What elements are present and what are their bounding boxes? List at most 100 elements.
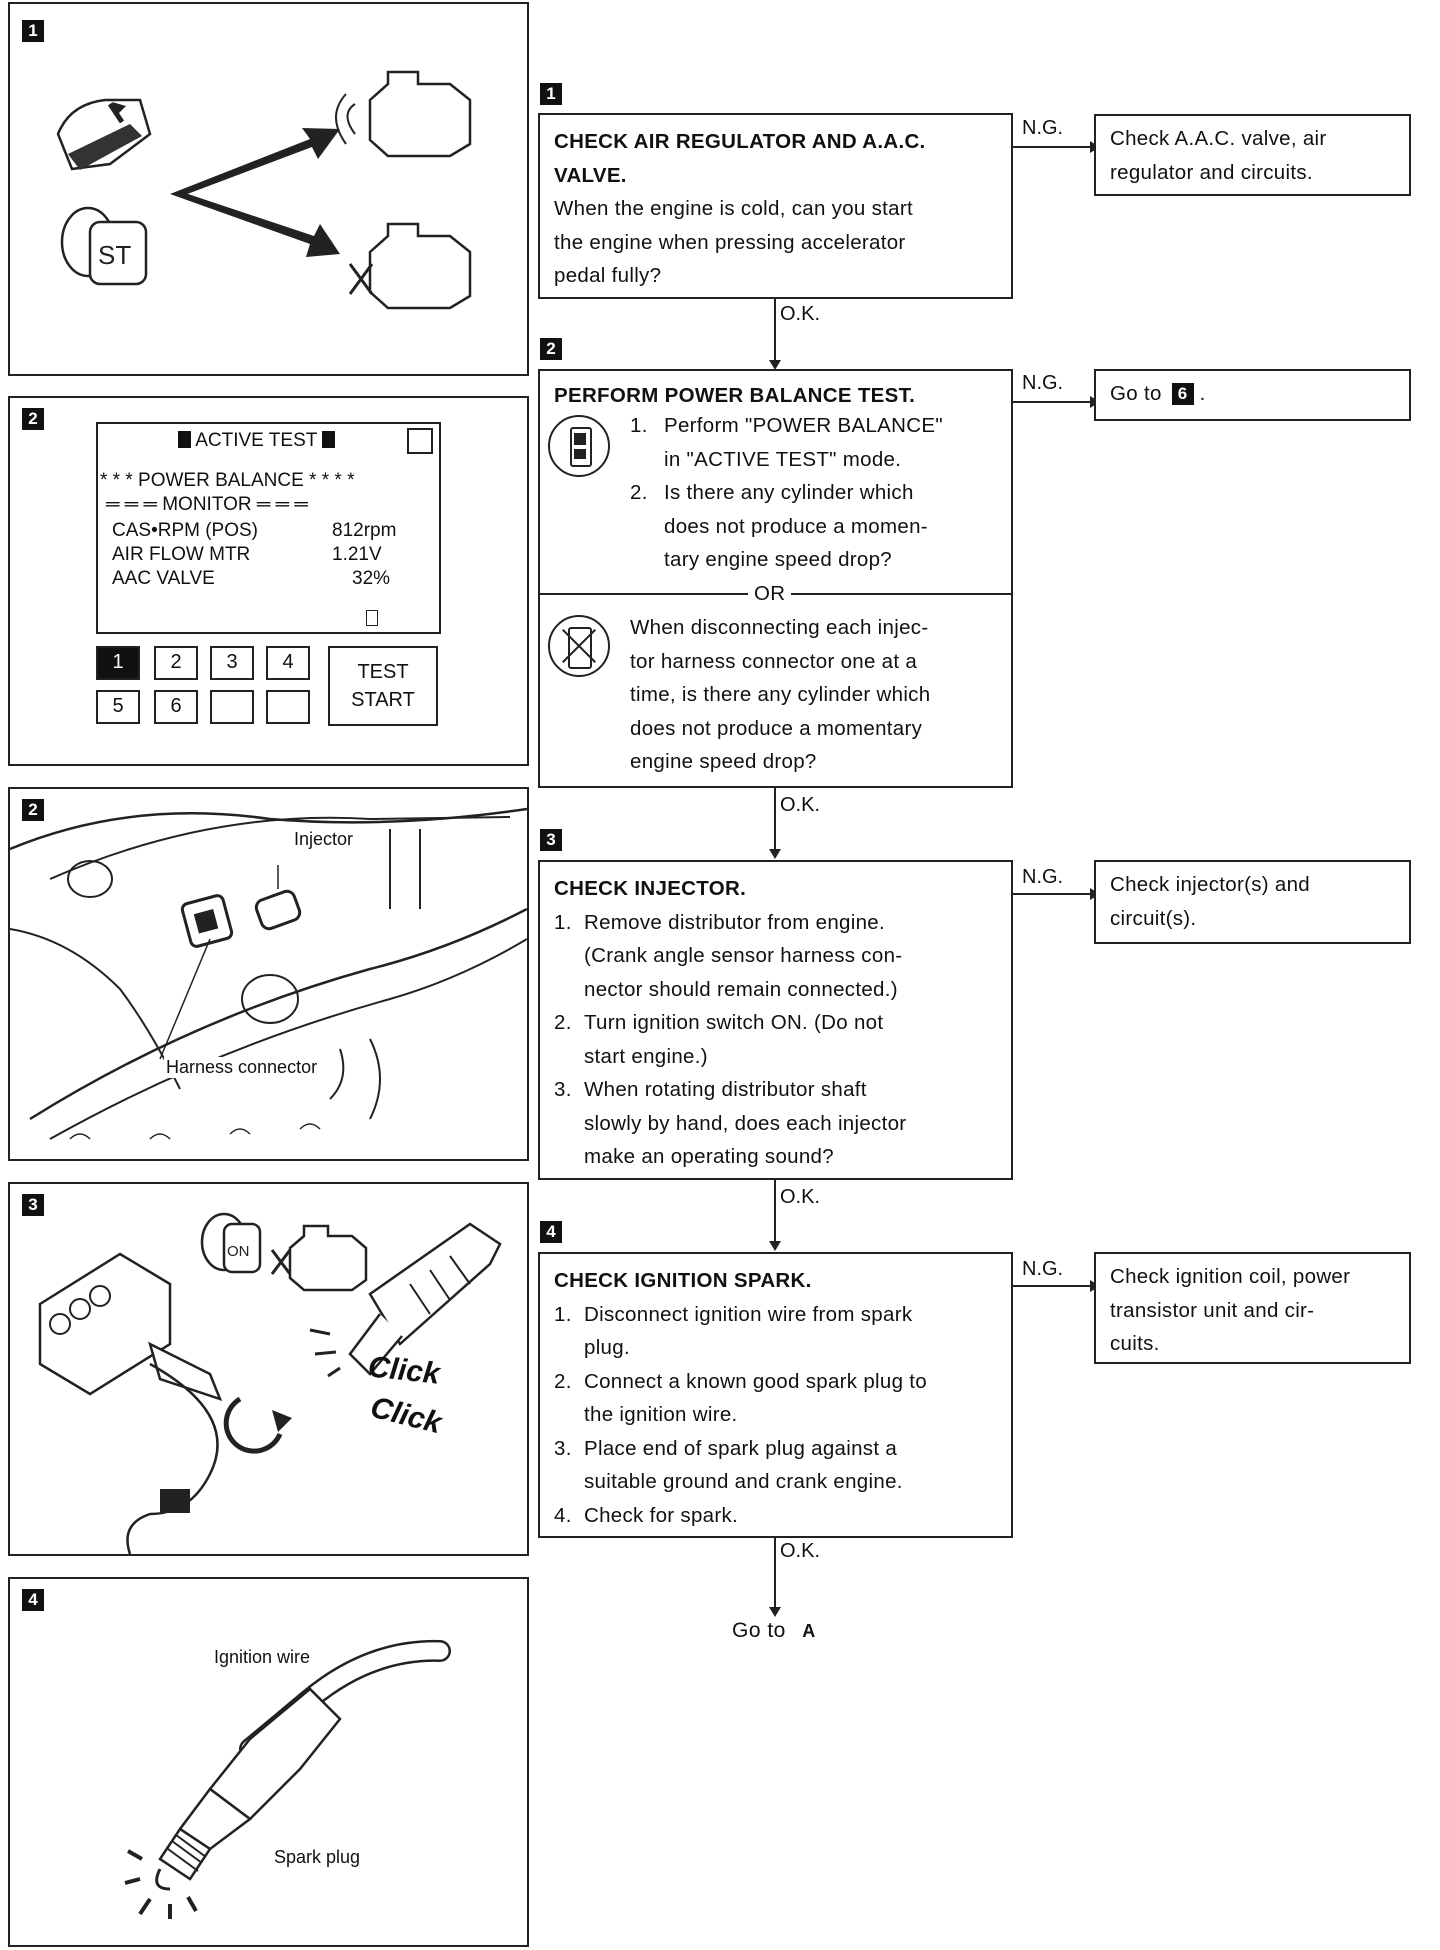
step4-item-1-line1: Disconnect ignition wire from spark bbox=[584, 1302, 913, 1326]
step2-alt-line1: When disconnecting each injec- bbox=[630, 616, 929, 639]
step4-ok-connector bbox=[774, 1538, 776, 1608]
svg-text:ON: ON bbox=[227, 1243, 250, 1260]
step3-ng-result-box: Check injector(s) and circuit(s). bbox=[1094, 860, 1411, 944]
step4-item-4-num: 4. bbox=[554, 1503, 572, 1527]
injector-label: Injector bbox=[292, 829, 356, 850]
step3-item-1-num: 1. bbox=[554, 910, 572, 934]
step2-alt-line5: engine speed drop? bbox=[630, 750, 817, 773]
step2-title: PERFORM POWER BALANCE TEST. bbox=[554, 384, 916, 407]
step2-alt-line4: does not produce a momentary bbox=[630, 716, 923, 740]
step3-item-3-line1: When rotating distributor shaft bbox=[584, 1078, 867, 1101]
screen-line-monitor: ═ ═ ═ MONITOR ═ ═ ═ bbox=[106, 494, 308, 515]
step1-ng-result-box: Check A.A.C. valve, air regulator and ci… bbox=[1094, 114, 1411, 196]
step2-ok-arrow bbox=[769, 849, 781, 859]
step1-ok-arrow bbox=[769, 360, 781, 370]
step3-item-2-line2: start engine.) bbox=[584, 1044, 708, 1068]
key-3[interactable]: 3 bbox=[210, 646, 254, 680]
figure-badge: 3 bbox=[22, 1194, 44, 1216]
step4-ok-arrow bbox=[769, 1607, 781, 1617]
step1-ng-connector bbox=[1013, 146, 1093, 148]
step4-item-2-line2: the ignition wire. bbox=[584, 1403, 738, 1426]
final-goto[interactable]: Go to A bbox=[732, 1619, 816, 1643]
monitor-value-aac: 32% bbox=[352, 568, 391, 589]
monitor-label-cas: CAS•RPM (POS) bbox=[112, 520, 258, 541]
step4-box: CHECK IGNITION SPARK. 1. Disconnect igni… bbox=[538, 1252, 1013, 1538]
distributor-injector-illustration: ON bbox=[38, 1212, 502, 1554]
step2-item-2-num: 2. bbox=[630, 481, 648, 504]
step4-item-2-num: 2. bbox=[554, 1369, 572, 1393]
step4-item-3: 3. Place end of spark plug against a sui… bbox=[554, 1432, 997, 1499]
key-2[interactable]: 2 bbox=[154, 646, 198, 680]
figure-panel-1: 1 ST bbox=[8, 2, 529, 376]
consult-tool-icon bbox=[548, 415, 610, 477]
monitor-label-afm: AIR FLOW MTR bbox=[112, 544, 251, 565]
step2-ng-connector bbox=[1013, 401, 1093, 403]
step2-ng-result-box: Go to 6 . bbox=[1094, 369, 1411, 421]
step3-item-2-num: 2. bbox=[554, 1011, 572, 1034]
step2-alt-line2: tor harness connector one at a bbox=[630, 649, 918, 673]
step4-item-1: 1. Disconnect ignition wire from spark p… bbox=[554, 1298, 997, 1365]
step2-item-1: 1. Perform "POWER BALANCE" in "ACTIVE TE… bbox=[630, 409, 943, 476]
spark-plug-label: Spark plug bbox=[272, 1847, 363, 1868]
step4-item-4: 4. Check for spark. bbox=[554, 1499, 997, 1533]
step1-body-line3: pedal fully? bbox=[554, 264, 662, 287]
step1-title-line1: CHECK AIR REGULATOR AND A.A.C. bbox=[554, 130, 926, 153]
step3-ok-arrow bbox=[769, 1241, 781, 1251]
ignition-wire-label: Ignition wire bbox=[212, 1647, 313, 1668]
step2-item-1-num: 1. bbox=[630, 414, 648, 437]
figure-panel-5: 4 Ignition wire Spark plug bbox=[8, 1577, 529, 1947]
figure-panel-3: 2 Injector Harness connector bbox=[8, 787, 529, 1161]
key-6[interactable]: 6 bbox=[154, 690, 198, 724]
figure-badge: 4 bbox=[22, 1589, 44, 1611]
step1-ok-label: O.K. bbox=[780, 303, 821, 325]
test-start-line2: START bbox=[351, 689, 415, 711]
step4-ng-label: N.G. bbox=[1022, 1258, 1064, 1280]
key-1[interactable]: 1 bbox=[96, 646, 140, 680]
final-goto-prefix: Go to bbox=[732, 1619, 786, 1642]
key-blank-8[interactable] bbox=[266, 690, 310, 724]
final-goto-target: A bbox=[802, 1621, 816, 1641]
key-5[interactable]: 5 bbox=[96, 690, 140, 724]
step3-item-1-line1: Remove distributor from engine. bbox=[584, 910, 885, 934]
step3-ng-label: N.G. bbox=[1022, 866, 1064, 888]
step3-ok-label: O.K. bbox=[780, 1186, 821, 1208]
step2-item-2: 2. Is there any cylinder which does not … bbox=[630, 476, 928, 577]
svg-text:ST: ST bbox=[98, 240, 131, 270]
test-start-line1: TEST bbox=[357, 661, 409, 683]
step4-ng-result-box: Check ignition coil, power transistor un… bbox=[1094, 1252, 1411, 1364]
step2-ng-result-badge[interactable]: 6 bbox=[1171, 383, 1194, 405]
step2-ng-result-suffix: . bbox=[1199, 382, 1206, 405]
step2-item-1-line2: in "ACTIVE TEST" mode. bbox=[664, 447, 902, 471]
monitor-label-aac: AAC VALVE bbox=[112, 568, 215, 589]
screen-corner-box bbox=[407, 428, 433, 454]
step3-item-3: 3. When rotating distributor shaft slowl… bbox=[554, 1073, 997, 1174]
accelerator-start-illustration: ST bbox=[56, 70, 472, 310]
step1-ng-result-line1: Check A.A.C. valve, air bbox=[1110, 127, 1327, 150]
step2-ok-connector bbox=[774, 788, 776, 850]
step2-item-1-line1: Perform "POWER BALANCE" bbox=[664, 414, 943, 437]
key-blank-7[interactable] bbox=[210, 690, 254, 724]
step3-item-1: 1. Remove distributor from engine. (Cran… bbox=[554, 906, 997, 1007]
screen-title: ACTIVE TEST bbox=[195, 430, 318, 451]
step3-box: CHECK INJECTOR. 1. Remove distributor fr… bbox=[538, 860, 1013, 1180]
key-4[interactable]: 4 bbox=[266, 646, 310, 680]
step3-item-2: 2. Turn ignition switch ON. (Do not star… bbox=[554, 1006, 997, 1073]
step3-ok-connector bbox=[774, 1180, 776, 1242]
step4-item-2: 2. Connect a known good spark plug to th… bbox=[554, 1365, 997, 1432]
step3-item-2-line1: Turn ignition switch ON. (Do not bbox=[584, 1011, 884, 1034]
step2-box: PERFORM POWER BALANCE TEST. 1. Perform "… bbox=[538, 369, 1013, 788]
step4-ok-label: O.K. bbox=[780, 1540, 821, 1562]
test-start-button[interactable]: TEST START bbox=[328, 646, 438, 726]
step3-item-3-num: 3. bbox=[554, 1078, 572, 1101]
step-badge-3: 3 bbox=[540, 829, 562, 851]
figure-badge: 1 bbox=[22, 20, 44, 42]
step2-item-2-line1: Is there any cylinder which bbox=[664, 481, 914, 504]
figure-panel-2: 2 ACTIVE TEST * * * POWER BALANCE * * * … bbox=[8, 396, 529, 766]
step2-ok-label: O.K. bbox=[780, 794, 821, 816]
monitor-value-afm: 1.21V bbox=[332, 544, 382, 565]
step3-ng-result-line1: Check injector(s) and bbox=[1110, 873, 1310, 896]
step1-body-line2: the engine when pressing accelerator bbox=[554, 230, 906, 254]
step4-item-3-line2: suitable ground and crank engine. bbox=[584, 1470, 903, 1493]
step4-ng-result-line1: Check ignition coil, power bbox=[1110, 1265, 1351, 1288]
step3-item-3-line3: make an operating sound? bbox=[584, 1145, 834, 1168]
